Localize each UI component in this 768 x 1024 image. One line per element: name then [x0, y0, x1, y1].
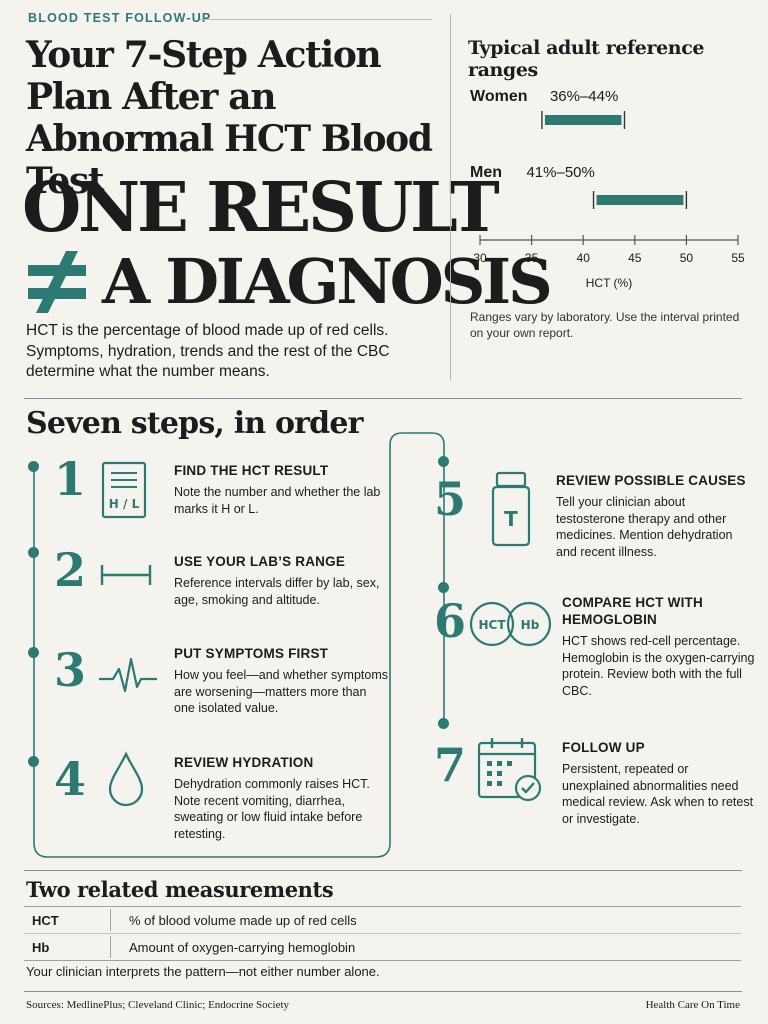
- footer-divider: [24, 991, 742, 992]
- step-body: Tell your clinician about testosterone t…: [556, 495, 733, 559]
- x-tick-label: 40: [577, 251, 591, 265]
- step-7: FOLLOW UP Persistent, repeated or unexpl…: [562, 739, 758, 827]
- hct-hb-icon: HCT Hb: [469, 601, 552, 647]
- step-3: PUT SYMPTOMS FIRST How you feel—and whet…: [174, 645, 389, 717]
- series-name: Men: [470, 164, 502, 181]
- intro-text: HCT is the percentage of blood made up o…: [26, 322, 390, 380]
- range-bar-men: [596, 195, 684, 205]
- report-icon: H / L: [101, 461, 147, 519]
- series-label-women: Women 36%–44%: [470, 88, 618, 106]
- hct-label: HCT: [478, 618, 506, 632]
- series-label-men: Men 41%–50%: [470, 164, 595, 182]
- step-number: 6: [433, 594, 466, 648]
- table-rule: [24, 906, 741, 907]
- table-row: HCT % of blood volume made up of red cel…: [24, 907, 741, 933]
- hb-label: Hb: [521, 618, 540, 632]
- reference-ranges-title: Typical adult reference ranges: [468, 37, 705, 81]
- calendar-check-icon: [477, 738, 542, 802]
- x-tick-label: 45: [628, 251, 642, 265]
- headline-line2: A DIAGNOSIS: [102, 245, 553, 318]
- x-tick-label: 35: [525, 251, 539, 265]
- range-bracket-icon: [100, 565, 152, 585]
- headline-line1: ONE RESULT: [22, 168, 500, 248]
- step-title: USE YOUR LAB’S RANGE: [174, 554, 346, 569]
- step-number: 5: [433, 472, 466, 526]
- page-title: Your 7-Step Action Plan After an Abnorma…: [26, 34, 433, 202]
- step-body: Note the number and whether the lab mark…: [174, 485, 381, 516]
- pill-bottle-icon: T: [491, 471, 531, 547]
- series-range-label: 41%–50%: [526, 164, 595, 181]
- step-2: USE YOUR LAB’S RANGE Reference intervals…: [174, 553, 389, 608]
- step-title: PUT SYMPTOMS FIRST: [174, 646, 329, 661]
- range-bar-women: [544, 115, 622, 125]
- step-body: Reference intervals differ by lab, sex, …: [174, 576, 380, 607]
- section-divider: [24, 870, 742, 871]
- table-value: Amount of oxygen-carrying hemoglobin: [129, 939, 356, 955]
- step-number: 1: [53, 452, 86, 506]
- step-dot: [28, 547, 39, 558]
- step-1: FIND THE HCT RESULT Note the number and …: [174, 462, 389, 517]
- step-title: REVIEW HYDRATION: [174, 755, 314, 770]
- table-key: Hb: [32, 939, 50, 955]
- series-range-label: 36%–44%: [549, 88, 619, 105]
- not-equal-icon: [28, 251, 86, 313]
- pulse-icon: [99, 657, 157, 693]
- table-rule: [24, 933, 741, 934]
- step-body: How you feel—and whether symptoms are wo…: [174, 668, 388, 715]
- step-dot: [438, 456, 449, 467]
- table-row: Hb Amount of oxygen-carrying hemoglobin: [24, 934, 741, 960]
- table-separator: [110, 909, 111, 931]
- reference-ranges-note: Ranges vary by laboratory. Use the inter…: [470, 310, 740, 340]
- kicker: BLOOD TEST FOLLOW-UP: [28, 11, 212, 25]
- step-title: FOLLOW UP: [562, 740, 645, 755]
- header-divider: [450, 14, 451, 380]
- step-number: 7: [433, 738, 466, 792]
- step-5: REVIEW POSSIBLE CAUSES Tell your clinici…: [556, 472, 756, 560]
- kicker-rule: [200, 19, 432, 20]
- step-dot: [438, 582, 449, 593]
- pill-bottle-icon-text: T: [504, 507, 518, 531]
- step-title: REVIEW POSSIBLE CAUSES: [556, 473, 746, 488]
- steps-track: [33, 432, 445, 858]
- step-6: COMPARE HCT WITH HEMOGLOBIN HCT shows re…: [562, 594, 758, 699]
- measurements-footnote: Your clinician interprets the pattern—no…: [26, 964, 380, 979]
- x-tick-label: 30: [473, 251, 487, 265]
- x-tick-label: 55: [731, 251, 745, 265]
- step-number: 2: [53, 543, 86, 597]
- steps-title: Seven steps, in order: [26, 406, 363, 441]
- section-divider: [24, 398, 742, 399]
- step-dot: [28, 461, 39, 472]
- step-title: FIND THE HCT RESULT: [174, 463, 329, 478]
- step-dot: [438, 718, 449, 729]
- table-value: % of blood volume made up of red cells: [129, 912, 357, 928]
- table-key: HCT: [32, 912, 59, 928]
- report-icon-text: H / L: [109, 497, 140, 511]
- table-separator: [110, 936, 111, 958]
- table-rule: [24, 960, 741, 961]
- step-body: HCT shows red-cell percentage. Hemoglobi…: [562, 634, 755, 698]
- step-title: COMPARE HCT WITH HEMOGLOBIN: [562, 595, 703, 627]
- step-number: 3: [53, 643, 86, 697]
- droplet-icon: [108, 751, 144, 807]
- x-axis-label: HCT (%): [586, 276, 632, 290]
- step-dot: [28, 756, 39, 767]
- credit: Health Care On Time: [645, 999, 740, 1011]
- step-4: REVIEW HYDRATION Dehydration commonly ra…: [174, 754, 389, 842]
- step-body: Persistent, repeated or unexplained abno…: [562, 762, 754, 826]
- series-name: Women: [470, 88, 528, 105]
- step-dot: [28, 647, 39, 658]
- measurements-title: Two related measurements: [26, 877, 334, 902]
- headline-line2-row: A DIAGNOSIS: [26, 245, 553, 318]
- sources: Sources: MedlinePlus; Cleveland Clinic; …: [26, 999, 290, 1011]
- step-body: Dehydration commonly raises HCT. Note re…: [174, 777, 370, 841]
- x-tick-label: 50: [680, 251, 694, 265]
- step-number: 4: [53, 752, 86, 806]
